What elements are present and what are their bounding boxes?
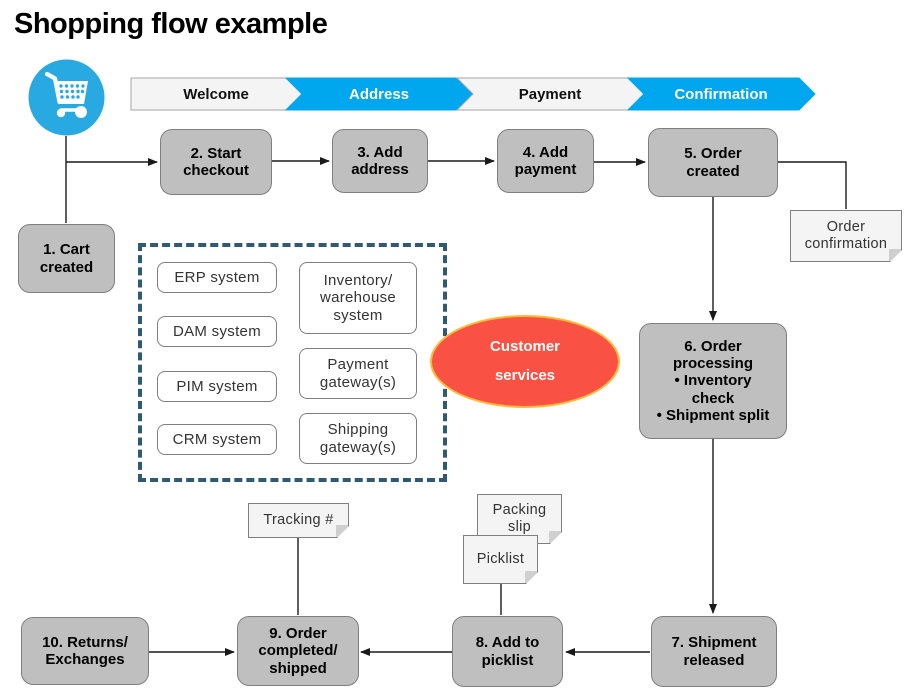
note-order-confirmation: Order confirmation bbox=[790, 210, 902, 262]
node-2-start-checkout: 2. Start checkout bbox=[160, 129, 272, 195]
node-3-add-address: 3. Add address bbox=[332, 129, 428, 193]
system-shipping-gateways: Shipping gateway(s) bbox=[299, 413, 417, 464]
progress-step-label: Address bbox=[349, 86, 409, 103]
node-9-order-completed-shipped: 9. Order completed/ shipped bbox=[237, 616, 359, 686]
system-erp: ERP system bbox=[157, 262, 277, 293]
node-7-shipment-released: 7. Shipment released bbox=[651, 616, 777, 687]
note-picklist: Picklist bbox=[463, 535, 538, 584]
progress-step-label: Payment bbox=[519, 86, 582, 103]
customer-services-ellipse: Customer services bbox=[430, 315, 620, 408]
progress-step-address: Address bbox=[284, 77, 474, 111]
progress-step-welcome: Welcome bbox=[130, 77, 303, 111]
node-1-cart-created: 1. Cart created bbox=[18, 224, 115, 293]
node-5-order-created: 5. Order created bbox=[648, 128, 778, 197]
connector-order-created-to-order-confirmation-note bbox=[778, 161, 847, 209]
node-6-order-processing: 6. Order processing • Inventory check • … bbox=[639, 323, 787, 439]
note-tracking-number: Tracking # bbox=[248, 503, 349, 538]
system-pim: PIM system bbox=[157, 371, 277, 402]
system-payment-gateways: Payment gateway(s) bbox=[299, 348, 417, 399]
system-crm: CRM system bbox=[157, 424, 277, 455]
node-10-returns-exchanges: 10. Returns/ Exchanges bbox=[21, 617, 149, 685]
page-title: Shopping flow example bbox=[14, 8, 328, 40]
progress-step-payment: Payment bbox=[455, 77, 645, 111]
progress-step-label: Welcome bbox=[183, 86, 249, 103]
system-inventory-warehouse: Inventory/ warehouse system bbox=[299, 262, 417, 334]
progress-step-label: Confirmation bbox=[674, 86, 767, 103]
progress-step-confirmation: Confirmation bbox=[626, 77, 816, 111]
node-8-add-to-picklist: 8. Add to picklist bbox=[452, 616, 563, 687]
system-dam: DAM system bbox=[157, 316, 277, 347]
shopping-cart-icon bbox=[28, 59, 105, 136]
node-4-add-payment: 4. Add payment bbox=[497, 129, 594, 193]
checkout-progress-bar: Welcome Address Payment Confirmation bbox=[130, 77, 816, 111]
